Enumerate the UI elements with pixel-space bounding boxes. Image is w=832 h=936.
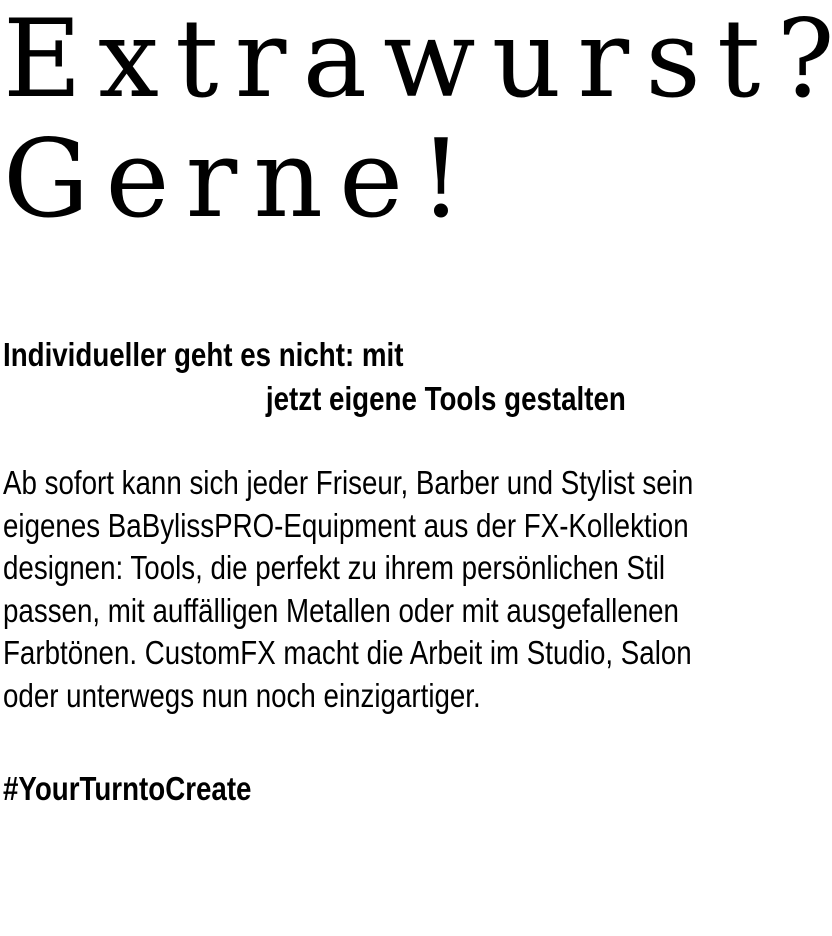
subheading-line-1: Individueller geht es nicht: mit	[3, 336, 404, 373]
page-title: Extrawurst? Gerne!	[3, 0, 832, 242]
subheading-line-2: jetzt eigene Tools gestalten	[265, 380, 626, 417]
body-paragraph: Ab sofort kann sich jeder Friseur, Barbe…	[3, 464, 694, 714]
hashtag-text: #YourTurntoCreate	[3, 770, 252, 807]
subheading: Individueller geht es nicht: mit jetzt e…	[3, 333, 832, 421]
